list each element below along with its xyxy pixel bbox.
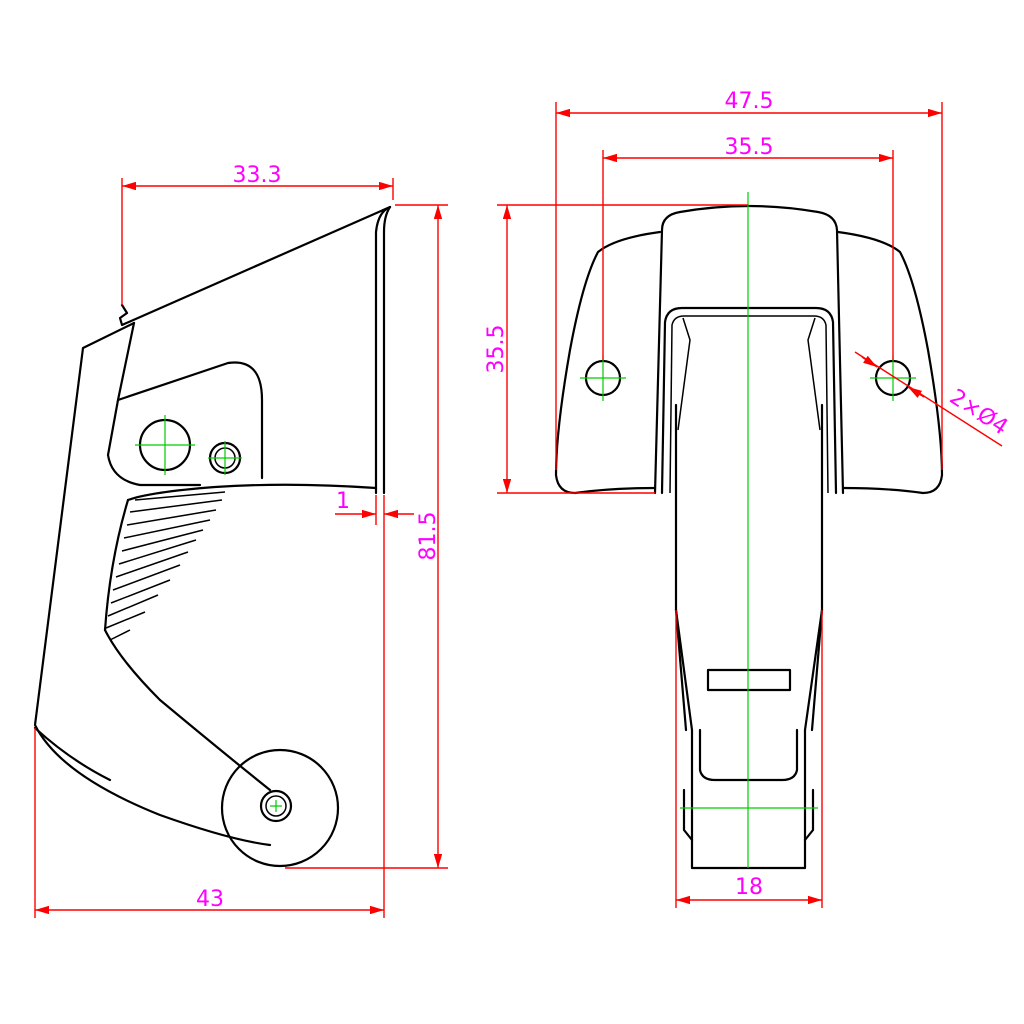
front-view: 47.5 35.5 35.5 2×Ø4 18 <box>484 89 1012 908</box>
dim-base-height: 35.5 <box>484 325 509 374</box>
bracket <box>106 321 264 487</box>
hook-plate <box>653 204 845 495</box>
mounting-base <box>554 230 944 495</box>
dim-overall-width: 43 <box>196 887 224 912</box>
side-dimensions: 33.3 81.5 1 43 <box>34 163 448 918</box>
side-view: 33.3 81.5 1 43 <box>33 163 448 918</box>
dim-height: 81.5 <box>416 512 441 561</box>
front-lever <box>674 403 824 870</box>
roller-pin-outer <box>259 789 293 823</box>
dim-top-width: 33.3 <box>233 163 282 188</box>
grip-ribs <box>105 491 226 641</box>
roller-pin-inner <box>265 795 287 817</box>
center-line <box>680 192 818 868</box>
lever-slot <box>706 668 792 692</box>
dim-holes: 2×Ø4 <box>945 385 1012 441</box>
roller <box>220 748 340 868</box>
dim-lever-width: 18 <box>735 875 763 900</box>
lever-handle <box>33 321 340 868</box>
dim-hole-spacing: 35.5 <box>725 135 774 160</box>
base-plate <box>118 205 392 502</box>
dim-plate-thickness: 1 <box>336 489 350 514</box>
dim-overall-width: 47.5 <box>725 89 774 114</box>
